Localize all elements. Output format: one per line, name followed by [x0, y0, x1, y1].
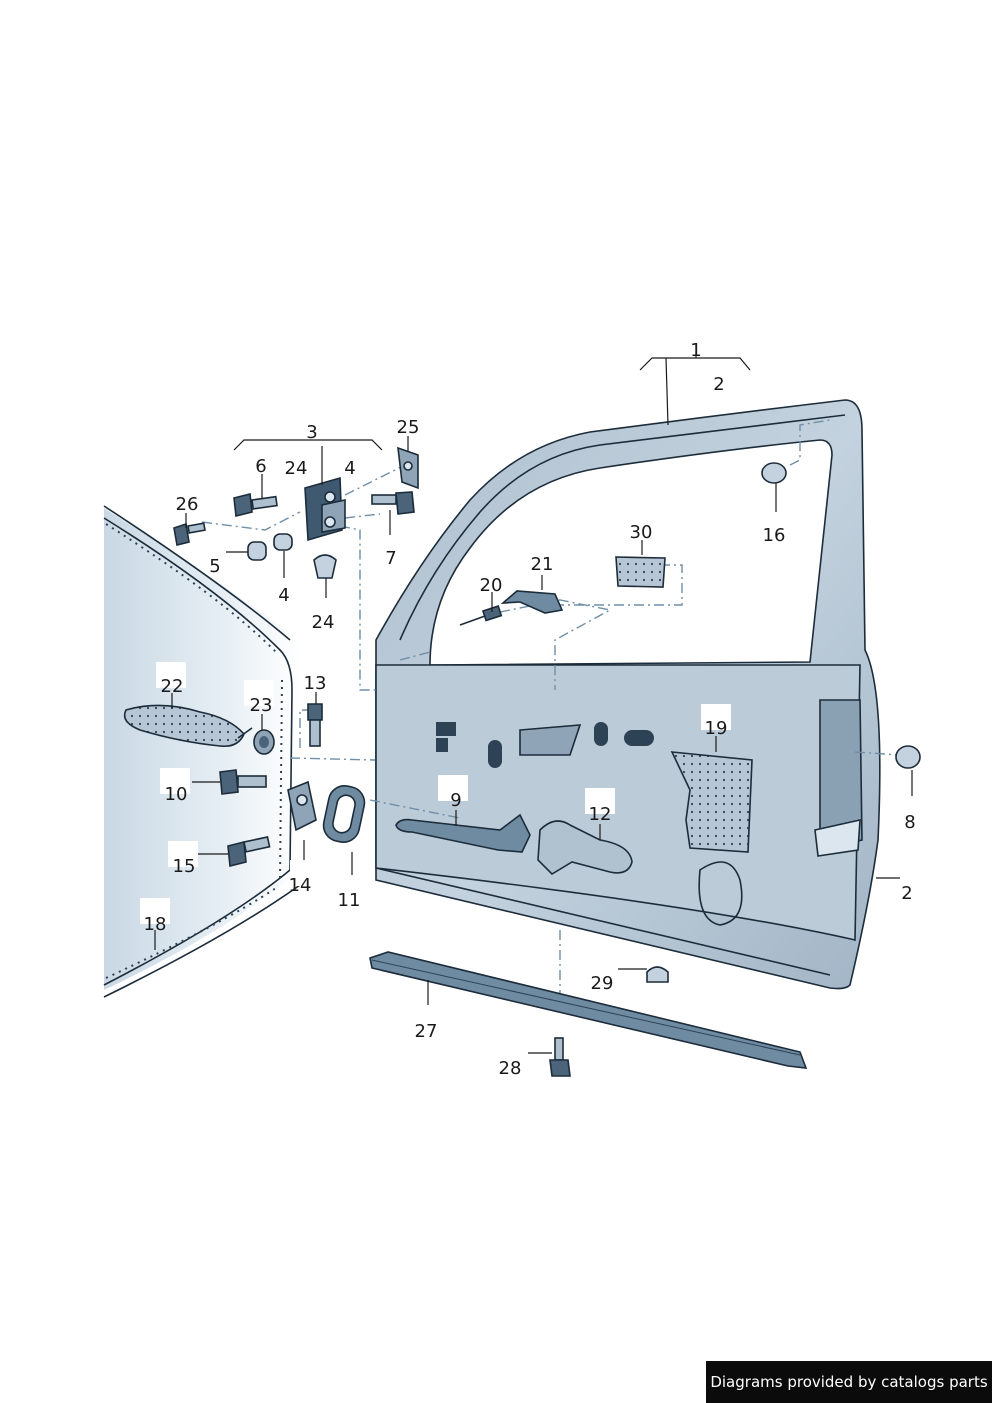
callout-11: 11	[338, 890, 361, 911]
callout-2-top: 2	[713, 374, 724, 395]
grommet-23	[253, 729, 275, 755]
callout-7: 7	[385, 548, 396, 569]
foam-pad-19	[670, 751, 753, 853]
hinge-pin-nut	[313, 554, 337, 579]
callout-24-bottom: 24	[312, 612, 335, 633]
bolt-7	[371, 491, 415, 515]
callout-13: 13	[304, 673, 327, 694]
bushing-4	[273, 533, 293, 551]
callout-12: 12	[589, 804, 612, 825]
callout-30: 30	[630, 522, 653, 543]
bolt-6	[233, 493, 278, 517]
callout-20: 20	[480, 575, 503, 596]
body-pillar	[103, 505, 301, 998]
stopper-16	[761, 462, 787, 484]
door-check-bracket-14	[287, 780, 317, 832]
hinge-assembly	[304, 476, 346, 542]
bolt-26	[173, 522, 206, 546]
door-shell	[375, 399, 881, 990]
callout-3: 3	[306, 422, 317, 443]
callout-22: 22	[161, 676, 184, 697]
bracket-12	[537, 820, 633, 876]
callout-14: 14	[289, 875, 312, 896]
seal-11	[322, 785, 366, 843]
bracket-25	[397, 446, 419, 490]
sill-strip-27	[369, 951, 808, 1069]
screw-28	[549, 1037, 571, 1077]
footer-credit-text: Diagrams provided by catalogs parts	[710, 1373, 988, 1391]
callout-15: 15	[173, 856, 196, 877]
callout-1: 1	[690, 340, 701, 361]
label-patches	[140, 662, 731, 924]
bolt-15	[227, 836, 271, 868]
callout-29: 29	[591, 973, 614, 994]
bushing-5	[247, 541, 267, 561]
footer-credit-banner[interactable]: Diagrams provided by catalogs parts	[706, 1361, 992, 1403]
callout-8: 8	[904, 812, 915, 833]
screw-13	[307, 703, 323, 747]
callout-28: 28	[499, 1058, 522, 1079]
insulation-pad-30	[615, 556, 666, 588]
callout-27: 27	[415, 1021, 438, 1042]
nut-29	[646, 966, 669, 983]
rivet-20	[459, 605, 503, 626]
sealing-grommet-22	[123, 704, 253, 748]
callout-23: 23	[250, 695, 273, 716]
guide-21	[500, 590, 564, 614]
callout-18: 18	[144, 914, 167, 935]
callout-5: 5	[209, 556, 220, 577]
callout-24-top: 24	[285, 458, 308, 479]
callout-10: 10	[165, 784, 188, 805]
callout-2-side: 2	[901, 883, 912, 904]
door-check-strap-9	[395, 813, 531, 853]
callout-4-bottom: 4	[278, 585, 289, 606]
callout-26: 26	[176, 494, 199, 515]
callout-labels: 1 2 2 3 4 4 5 6 7 8 9 10 11 12 13 14 15 …	[144, 340, 916, 1079]
callout-6: 6	[255, 456, 266, 477]
plug-8	[895, 745, 921, 769]
callout-4-top: 4	[344, 458, 355, 479]
callout-25: 25	[397, 417, 420, 438]
callout-19: 19	[705, 718, 728, 739]
callout-9: 9	[450, 790, 461, 811]
callout-21: 21	[531, 554, 554, 575]
callout-16: 16	[763, 525, 786, 546]
bolt-10	[219, 769, 267, 795]
